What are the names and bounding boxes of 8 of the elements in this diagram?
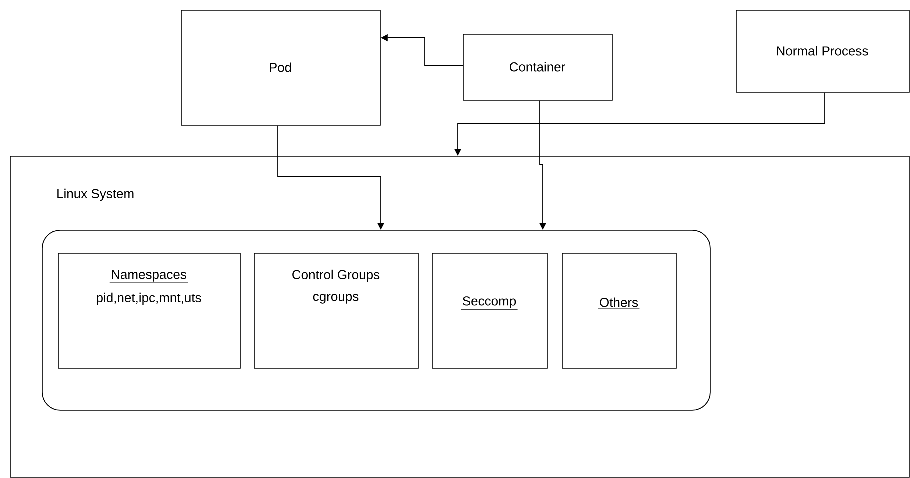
component-box: Seccomp xyxy=(432,253,548,369)
group-box xyxy=(42,230,711,411)
process-box: Container xyxy=(463,34,613,101)
component-box: Others xyxy=(562,253,677,369)
component-box: Namespaces pid,net,ipc,mnt,uts xyxy=(58,253,241,369)
process-box: Pod xyxy=(181,10,381,126)
component-box: Control Groups cgroups xyxy=(254,253,419,369)
process-box: Normal Process xyxy=(736,10,910,93)
